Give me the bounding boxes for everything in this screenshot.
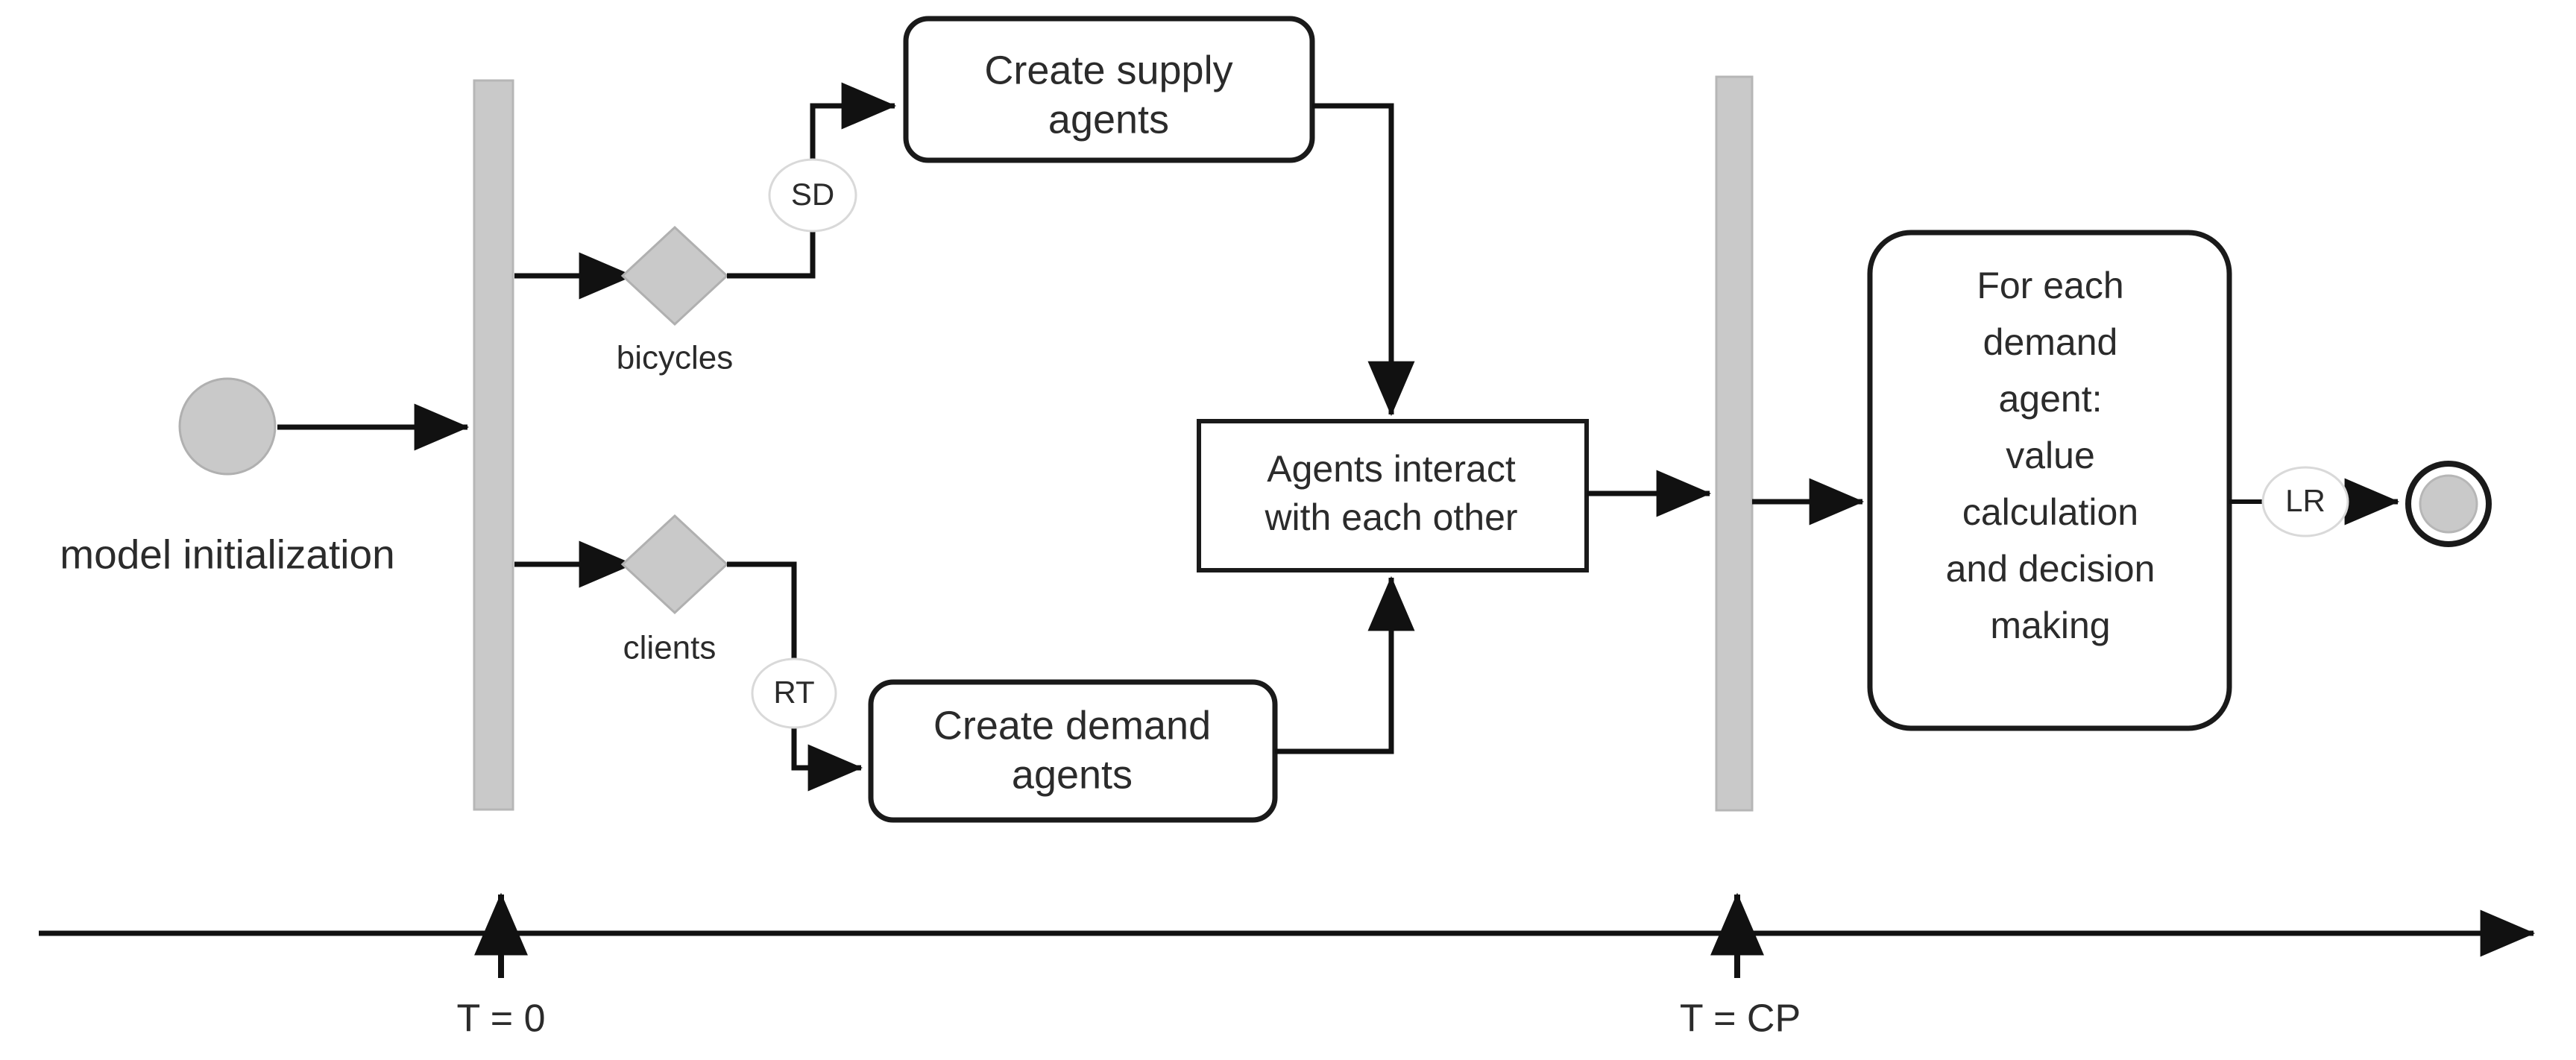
demand-agent-loop-box[interactable] <box>1867 230 2232 731</box>
decision-bicycles[interactable] <box>620 225 729 326</box>
demand-agent-loop-line-6: and decision <box>1946 548 2155 590</box>
demand-agent-loop-line-5: calculation <box>1962 491 2138 533</box>
tick-t0-label: T = 0 <box>456 997 545 1041</box>
fork-bar-t0[interactable] <box>473 79 514 811</box>
agents-interact-line-1: Agents interact <box>1267 448 1516 490</box>
agents-interact-box[interactable] <box>1197 419 1589 572</box>
decision-clients[interactable] <box>620 514 729 615</box>
guard-lr-ellipse[interactable] <box>2261 466 2349 537</box>
initial-node-label: model initialization <box>60 531 394 578</box>
initial-node[interactable] <box>178 377 277 476</box>
create-demand-agents-line-1: Create demand <box>933 703 1211 748</box>
decision-bicycles-label: bicycles <box>617 340 734 376</box>
demand-agent-loop-line-2: demand <box>1983 321 2118 363</box>
tick-tcp-label: T = CP <box>1680 997 1801 1041</box>
guard-rt-ellipse[interactable] <box>751 657 837 729</box>
create-supply-agents-line-1: Create supply <box>984 48 1232 92</box>
demand-agent-loop-line-3: agent: <box>1998 378 2102 420</box>
join-bar-tcp[interactable] <box>1715 75 1754 812</box>
create-supply-agents-box[interactable] <box>903 16 1315 163</box>
edge-demand-to-interact <box>1275 575 1415 754</box>
final-node-inner-disc <box>2419 474 2478 534</box>
edge-supply-to-interact <box>1312 103 1415 417</box>
decision-clients-label: clients <box>623 630 717 666</box>
guard-sd-ellipse[interactable] <box>768 158 857 233</box>
demand-agent-loop-line-7: making <box>1990 605 2110 646</box>
create-supply-agents-line-2: agents <box>1048 97 1169 142</box>
agents-interact-line-2: with each other <box>1264 496 1517 538</box>
demand-agent-loop-line-4: value <box>2006 435 2095 476</box>
guard-lr-label: LR <box>2285 483 2325 518</box>
guard-sd-label: SD <box>791 177 834 212</box>
create-demand-agents-line-2: agents <box>1012 752 1133 797</box>
guard-rt-label: RT <box>773 675 814 710</box>
demand-agent-loop-line-1: For each <box>1977 265 2123 306</box>
